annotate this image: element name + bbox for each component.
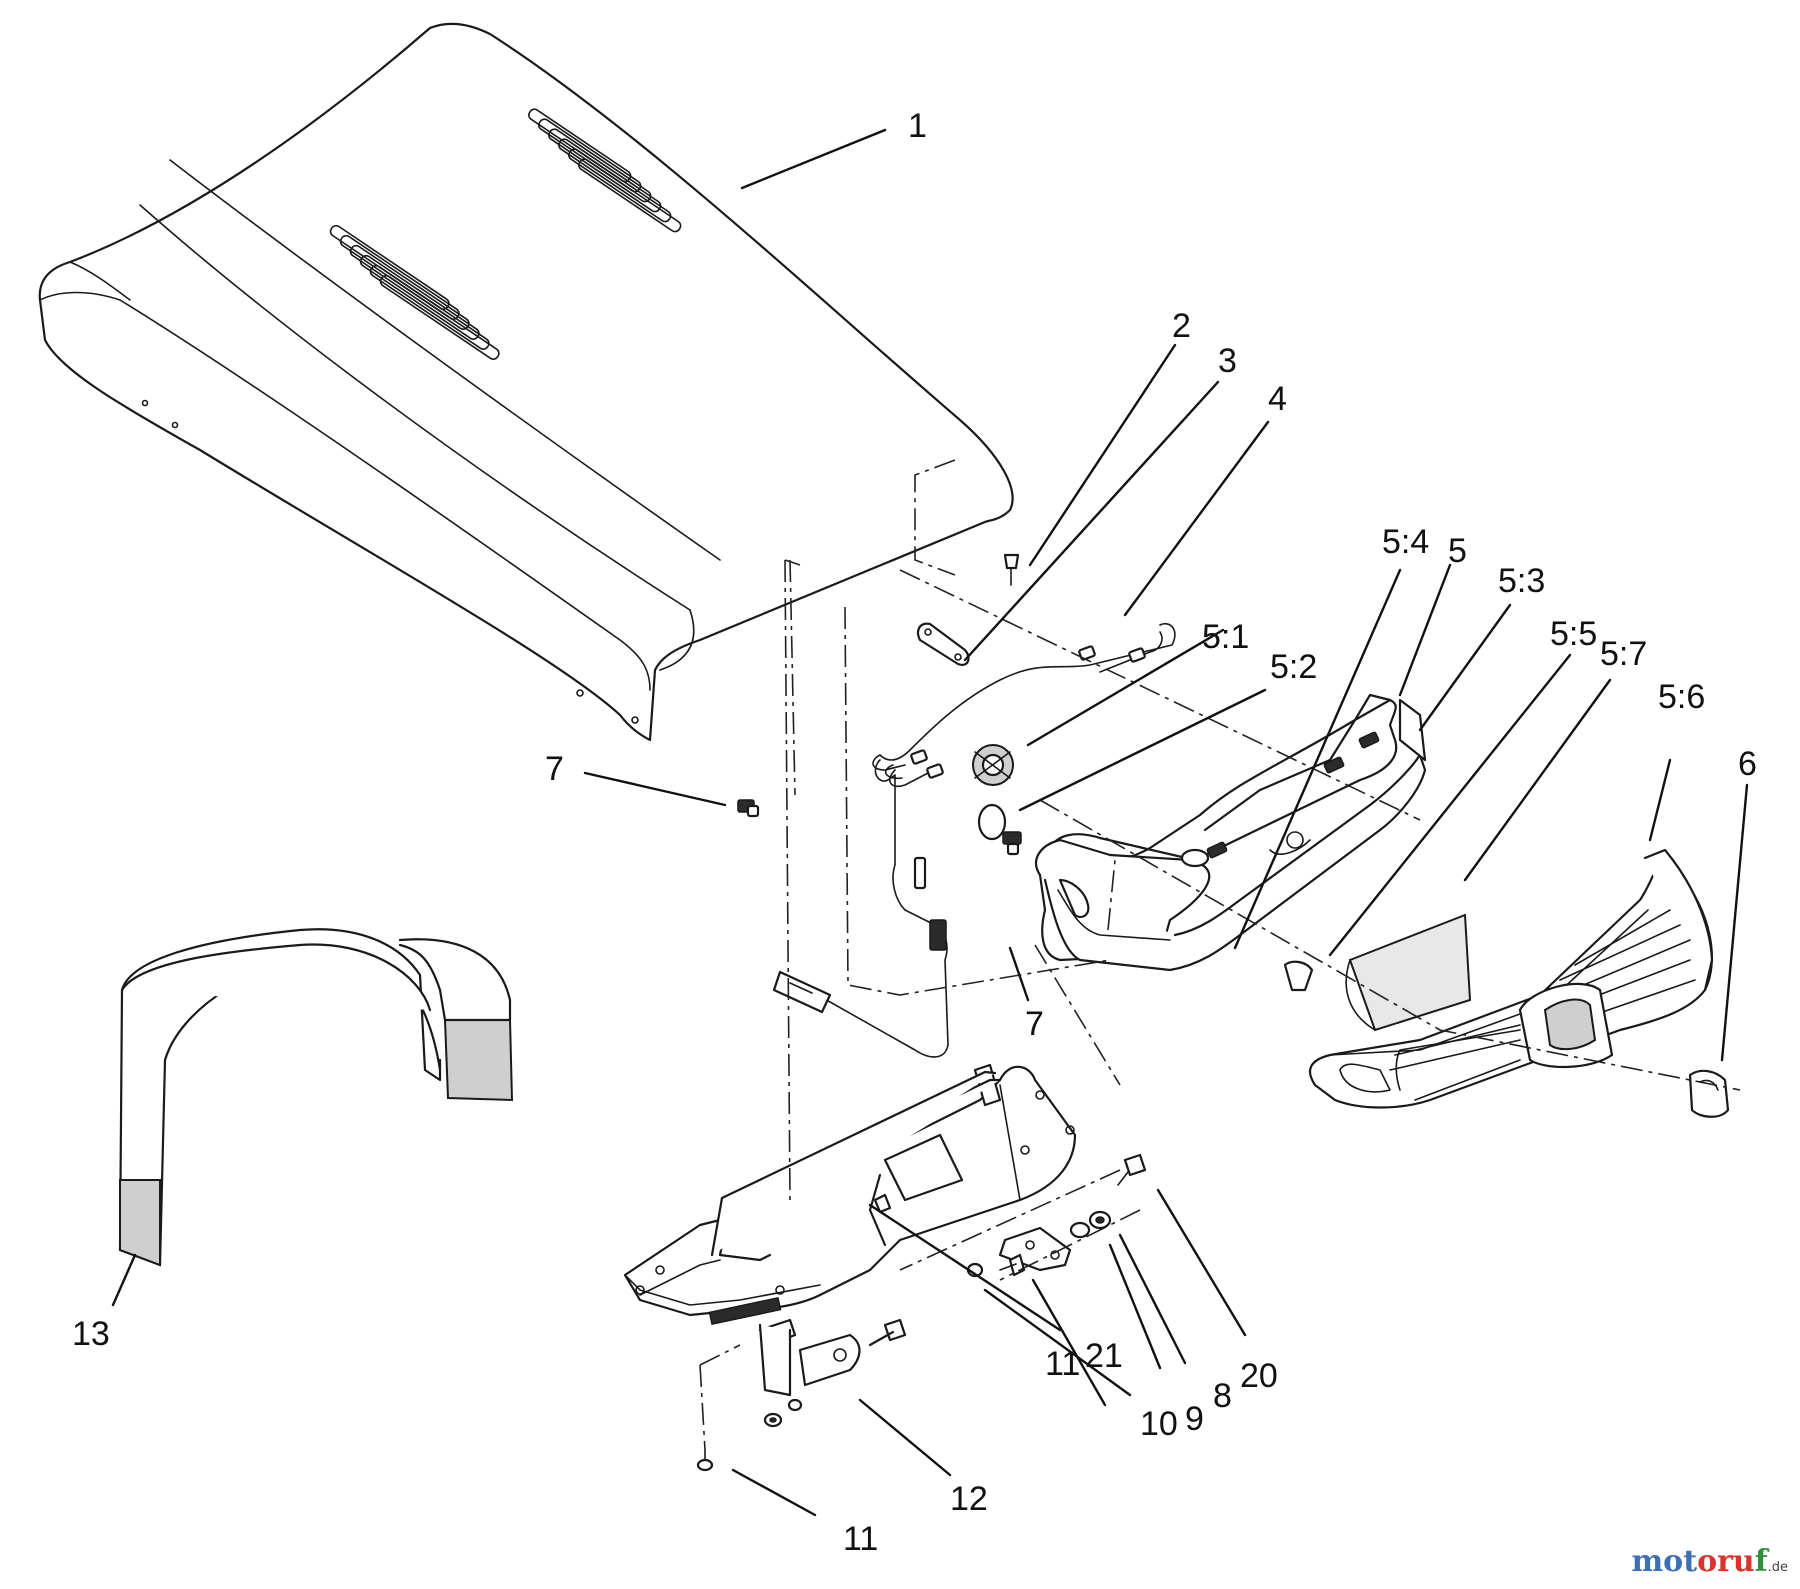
callout-7-lower: 7 (1025, 1005, 1044, 1043)
bolt-part-20 (1117, 1153, 1147, 1186)
washer-part-12 (763, 1398, 803, 1428)
callout-5-7: 5:7 (1600, 635, 1647, 673)
washer-part-8 (1088, 1210, 1112, 1230)
callout-8: 8 (1213, 1377, 1232, 1415)
callout-5-1: 5:1 (1202, 618, 1249, 656)
watermark-part-2: oru (1697, 1544, 1755, 1579)
bulb-socket-part (972, 744, 1014, 786)
clip-part-upper (737, 799, 760, 818)
bolt-part-12 (868, 1318, 907, 1347)
watermark-tld: .de (1767, 1560, 1788, 1575)
callout-10: 10 (1140, 1405, 1178, 1443)
assembly-lines (699, 459, 1741, 1451)
callout-9: 9 (1185, 1400, 1204, 1438)
hood-part (38, 22, 1014, 742)
screw-part-11-lower (696, 1449, 714, 1472)
callout-2: 2 (1172, 307, 1191, 345)
callout-labels: 1 2 3 4 5:1 5:2 5:4 5 5:3 5:5 5:7 5:6 6 … (72, 107, 1757, 1558)
callout-7-upper: 7 (545, 750, 564, 788)
callout-3: 3 (1218, 342, 1237, 380)
callout-5: 5 (1448, 532, 1467, 570)
callout-5-3: 5:3 (1498, 562, 1545, 600)
hood-vents-lower (329, 224, 500, 360)
small-bracket-part (916, 622, 970, 666)
callout-1: 1 (908, 107, 927, 145)
callout-11-lower: 11 (843, 1520, 878, 1558)
callout-11-upper: 11 (1045, 1345, 1080, 1383)
watermark-part-1: mot (1631, 1544, 1698, 1579)
lower-bracket-part (798, 1333, 861, 1387)
hood-support-part (623, 1063, 1077, 1397)
callout-12: 12 (950, 1480, 988, 1518)
site-watermark: motoruf.de (1631, 1544, 1788, 1579)
clip-part-lower (1002, 831, 1022, 856)
callout-13: 13 (72, 1315, 110, 1353)
grille-part (1308, 848, 1714, 1109)
callout-4: 4 (1268, 380, 1287, 418)
callout-5-2: 5:2 (1270, 648, 1317, 686)
callout-5-4: 5:4 (1382, 523, 1429, 561)
callout-5-5: 5:5 (1550, 615, 1597, 653)
washer-part-9 (1069, 1221, 1091, 1239)
bolt-part-10 (999, 1253, 1026, 1277)
side-panel-part (118, 928, 514, 1267)
callout-21: 21 (1085, 1337, 1123, 1375)
badge-part (1688, 1069, 1730, 1118)
headlight-housing-part (1035, 693, 1427, 992)
hood-vents-upper (528, 108, 682, 233)
reflector-part (1345, 913, 1472, 1032)
watermark-part-3: f (1754, 1544, 1768, 1579)
callout-20: 20 (1240, 1357, 1278, 1395)
callout-6: 6 (1738, 745, 1757, 783)
callout-5-6: 5:6 (1658, 678, 1705, 716)
lens-part (977, 803, 1007, 841)
screw-part (1003, 553, 1020, 586)
leader-lines (111, 128, 1749, 1517)
bolt-part-11-upper (873, 1193, 892, 1214)
